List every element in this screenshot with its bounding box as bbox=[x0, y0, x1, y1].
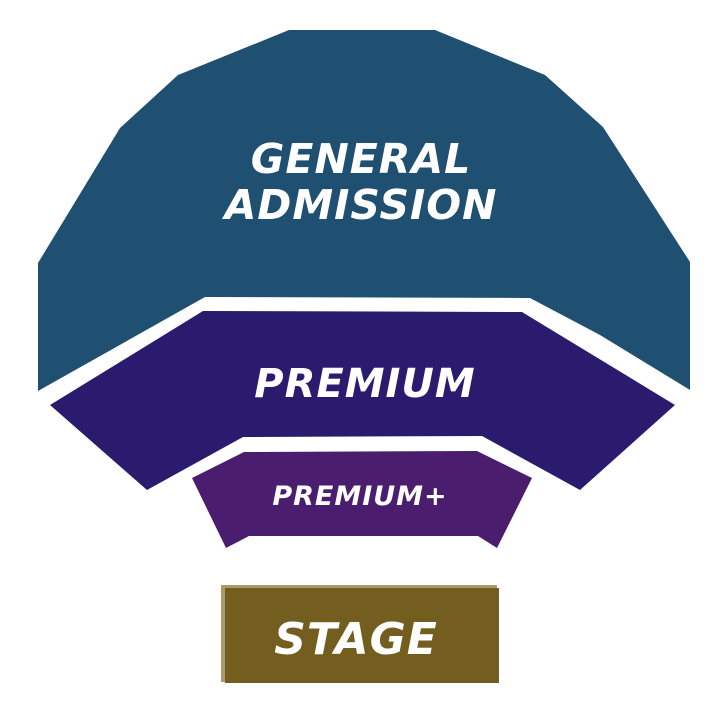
premium-plus-label: PREMIUM+ bbox=[272, 481, 447, 512]
premium-plus-section[interactable]: PREMIUM+ bbox=[192, 451, 532, 548]
premium-section[interactable]: PREMIUM bbox=[50, 311, 675, 490]
general-admission-shape[interactable] bbox=[38, 30, 690, 391]
general-admission-label-line2: ADMISSION bbox=[222, 181, 498, 229]
premium-plus-shape[interactable] bbox=[192, 451, 532, 548]
stage-shape bbox=[225, 588, 499, 683]
general-admission-section[interactable]: GENERAL ADMISSION bbox=[38, 30, 690, 391]
stage: STAGE bbox=[221, 585, 499, 683]
general-admission-label-line1: GENERAL bbox=[251, 135, 471, 183]
stage-label: STAGE bbox=[274, 614, 438, 665]
premium-label: PREMIUM bbox=[254, 361, 475, 407]
premium-shape[interactable] bbox=[50, 311, 675, 490]
